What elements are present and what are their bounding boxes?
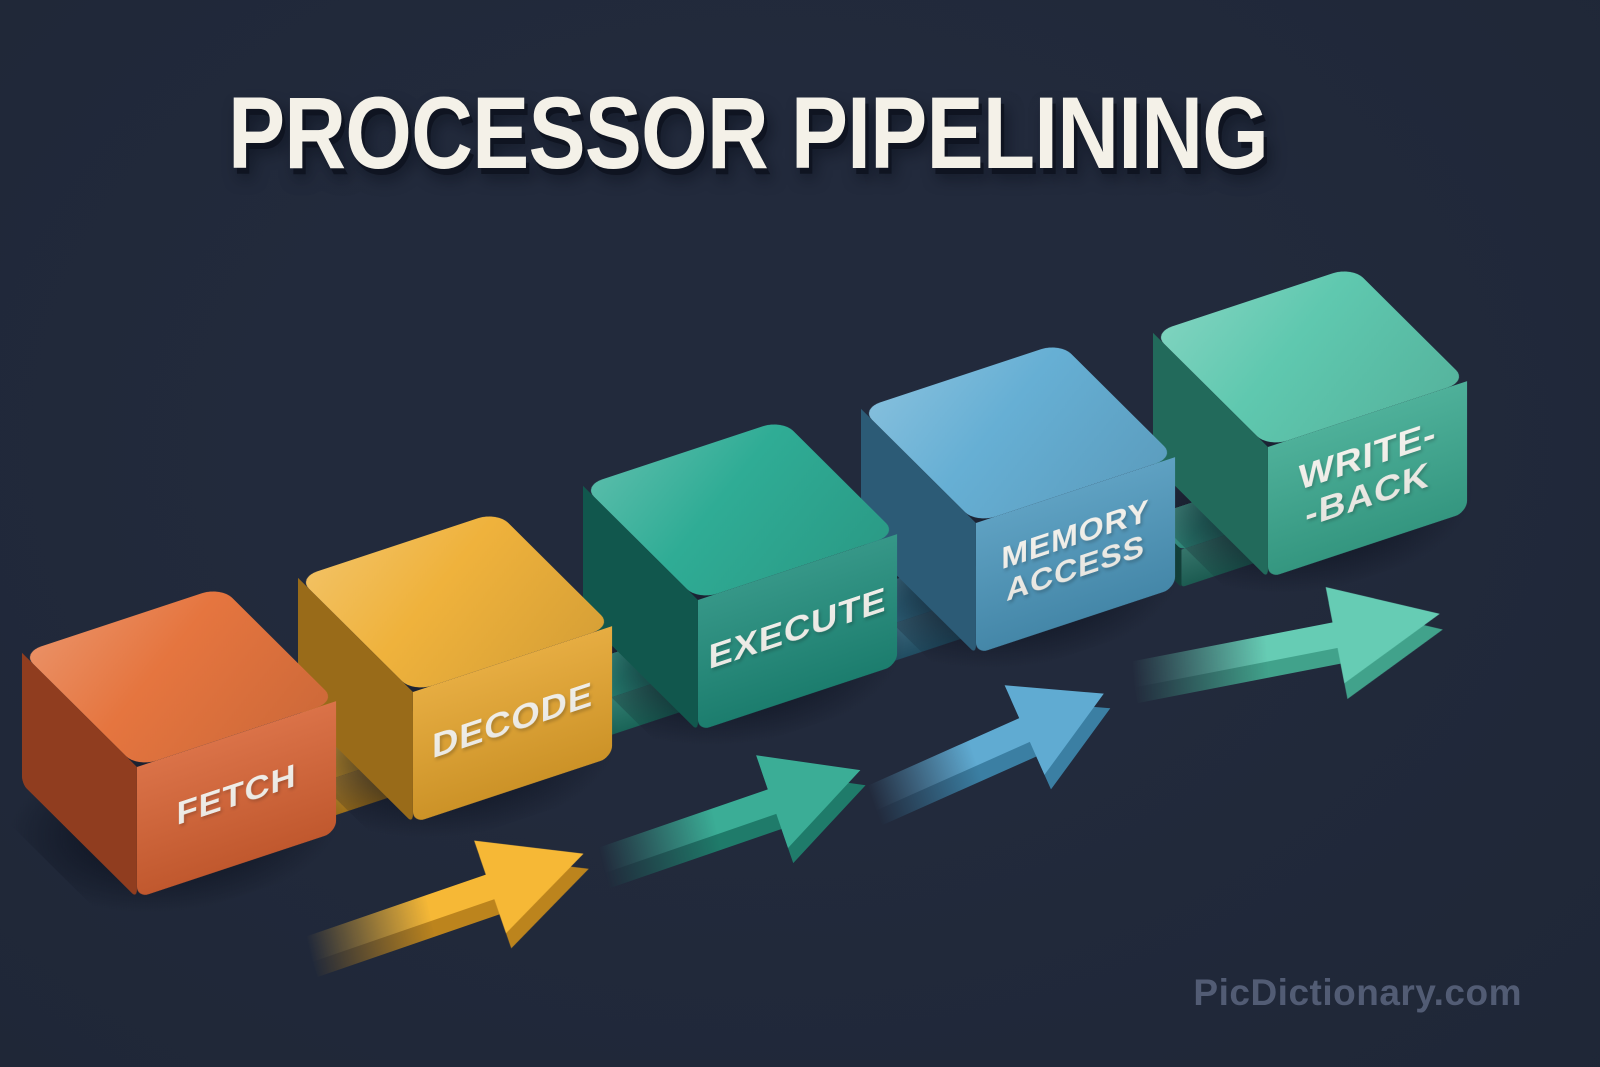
flow-arrow-icon	[865, 685, 1111, 826]
arrow-top-face	[865, 685, 1104, 811]
stage-fetch-box: FETCH	[0, 586, 391, 936]
arrow-top-face	[1129, 587, 1440, 688]
stage-write-back-box: WRITE--BACK	[1112, 266, 1522, 616]
watermark: PicDictionary.com	[1193, 972, 1522, 1013]
arrow-top-face	[304, 840, 584, 962]
stage-execute-box: EXECUTE	[542, 419, 952, 769]
flow-arrow-icon	[304, 840, 589, 977]
decode-to-execute-arrow	[578, 706, 903, 943]
memory-to-write-back-arrow	[1118, 550, 1474, 761]
flow-arrow-icon	[1129, 587, 1443, 704]
page-title: PROCESSOR PIPELINING	[227, 76, 1269, 190]
arrow-top-face	[596, 755, 861, 873]
execute-to-memory-arrow	[843, 631, 1152, 879]
flow-arrow-icon	[596, 755, 866, 889]
fetch-to-decode-arrow	[286, 790, 627, 1033]
